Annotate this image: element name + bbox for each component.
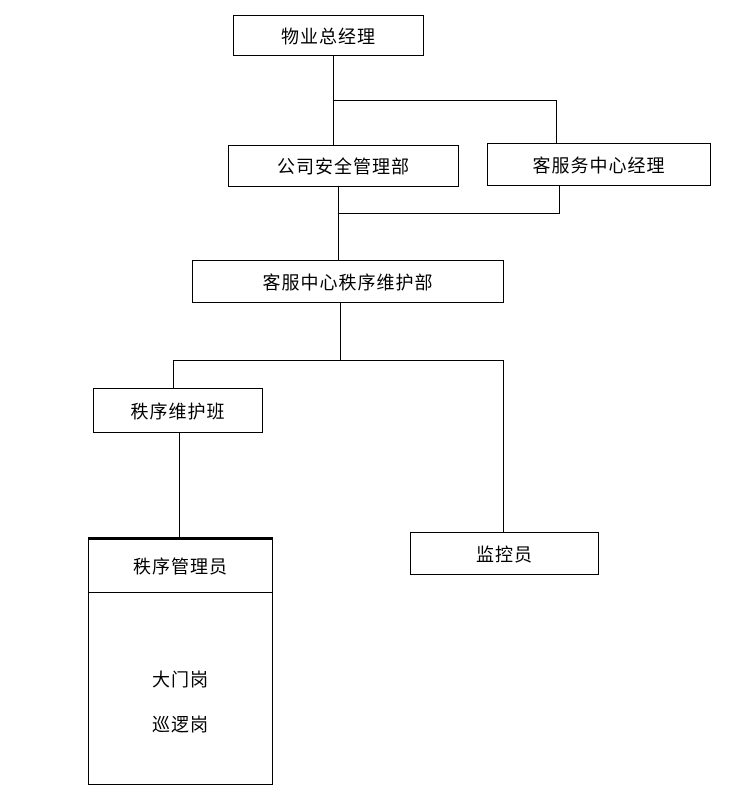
node-order-maintenance-dept: 客服中心秩序维护部 <box>192 260 504 303</box>
node-monitor-label: 监控员 <box>476 544 533 565</box>
node-monitor: 监控员 <box>410 532 599 575</box>
node-order-maintenance-squad: 秩序维护班 <box>93 388 263 433</box>
connector-level3-horizontal <box>173 360 504 361</box>
connector-squad-to-admin <box>179 432 180 537</box>
connector-orderdept-down <box>340 302 341 360</box>
post-gate: 大门岗 <box>152 670 209 690</box>
connector-safety-to-orderdept <box>338 186 339 260</box>
node-service-center-manager: 客服务中心经理 <box>487 143 711 186</box>
connector-monitor-drop <box>503 360 504 532</box>
node-order-admin-label: 秩序管理员 <box>89 540 272 593</box>
node-general-manager: 物业总经理 <box>233 15 424 56</box>
connector-csm-drop <box>556 100 557 143</box>
node-safety-dept: 公司安全管理部 <box>228 145 459 187</box>
connector-level1-horizontal <box>333 100 557 101</box>
post-patrol: 巡逻岗 <box>152 715 209 735</box>
node-general-manager-label: 物业总经理 <box>281 26 376 47</box>
node-safety-dept-label: 公司安全管理部 <box>277 157 410 177</box>
connector-level2-horizontal <box>338 213 560 214</box>
node-service-center-manager-label: 客服务中心经理 <box>532 155 666 176</box>
connector-csm-down <box>559 185 560 213</box>
node-order-admin: 秩序管理员 大门岗 巡逻岗 <box>88 537 273 785</box>
connector-squad-drop <box>173 360 174 388</box>
node-order-maintenance-dept-label: 客服中心秩序维护部 <box>262 272 434 293</box>
node-order-maintenance-squad-label: 秩序维护班 <box>130 401 226 422</box>
